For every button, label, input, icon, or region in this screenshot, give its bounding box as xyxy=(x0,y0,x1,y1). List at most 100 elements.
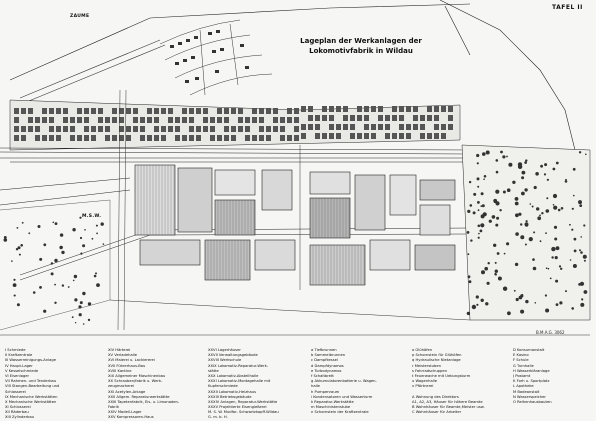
housing-block xyxy=(154,108,159,114)
tree xyxy=(468,180,472,184)
tree xyxy=(513,289,516,292)
legend-entry: G Turnhalle xyxy=(513,363,534,368)
housing-block xyxy=(112,117,117,123)
tree xyxy=(495,159,499,162)
legend-entry: XXXI Lokomotiv-Montagehalle mit xyxy=(208,379,271,384)
housing-block xyxy=(35,126,40,132)
housing-block xyxy=(336,106,341,112)
tree xyxy=(82,323,85,325)
housing-block xyxy=(385,124,390,130)
housing-block xyxy=(287,135,292,141)
tree xyxy=(477,224,481,228)
tree xyxy=(50,272,54,276)
tree xyxy=(477,236,480,239)
housing-block xyxy=(350,124,355,130)
housing-block xyxy=(441,106,446,112)
legend-entry: K Forh u. Sportplatz xyxy=(513,379,550,384)
tree xyxy=(28,232,31,235)
legend-entry: O Reihenhausbauten xyxy=(513,399,552,404)
tree xyxy=(508,162,513,167)
legend-entry: XVII Führerhaus-Bau xyxy=(108,363,146,368)
housing-block xyxy=(406,133,411,139)
housing-block xyxy=(56,135,61,141)
legend-entry: XXII Allgem. Reparaturwerkstätte xyxy=(108,394,170,399)
tree xyxy=(554,237,558,241)
housing-block xyxy=(280,117,285,123)
housing-block xyxy=(266,135,271,141)
housing-block xyxy=(399,106,404,112)
legend-entry: M. S. W. Mudfor- Schwartzkopff-Wildau xyxy=(208,410,279,415)
tree xyxy=(571,307,574,310)
map-title-line1: Lageplan der Werkanlagen der xyxy=(300,37,422,45)
tree xyxy=(61,250,65,255)
legend-entry: XXV Kompressoren-Haus xyxy=(108,415,154,420)
housing-block xyxy=(329,115,334,121)
housing-block xyxy=(322,133,327,139)
tree xyxy=(91,237,94,240)
tree xyxy=(552,193,558,199)
tree xyxy=(529,203,532,205)
legend-entry: d Dampfdynamos xyxy=(311,363,344,368)
housing-block xyxy=(420,124,425,130)
tree xyxy=(560,207,564,210)
housing-block xyxy=(280,126,285,132)
housing-block xyxy=(28,108,33,114)
housing-block xyxy=(28,126,33,132)
legend-entry: h Pumpenraum xyxy=(311,389,340,394)
tree xyxy=(496,252,500,255)
housing-block xyxy=(154,135,159,141)
tree xyxy=(546,197,549,200)
tree xyxy=(515,232,519,236)
tree xyxy=(487,262,490,265)
tree xyxy=(87,302,92,306)
plate-number: TAFEL II xyxy=(552,4,583,11)
legend-entry: s Fahrradschuppen xyxy=(412,368,447,373)
tree xyxy=(43,309,47,313)
housing-block xyxy=(252,135,257,141)
housing-block xyxy=(91,135,96,141)
housing-block xyxy=(259,126,264,132)
legend-entry: XIV Härterei xyxy=(108,348,131,352)
legend-entry: c Dampfkessel xyxy=(311,358,338,363)
tree xyxy=(494,272,497,276)
tree xyxy=(500,150,503,154)
housing-block xyxy=(126,108,131,114)
tree xyxy=(573,237,577,241)
legend-entry: Schlosserei xyxy=(5,389,26,394)
housing-block xyxy=(119,126,124,132)
legend-entry: XXXV Projektierte Eisengießerei xyxy=(208,405,267,410)
legend-entry: N Wasserspeicher xyxy=(513,394,546,399)
tree xyxy=(37,225,41,228)
tree xyxy=(551,256,554,259)
housing-block xyxy=(35,135,40,141)
legend-entry: q Hydraulische Nietanlage xyxy=(412,358,461,363)
tree xyxy=(545,232,547,235)
map-title-line2: Lokomotivfabrik in Wildau xyxy=(309,47,413,55)
housing-block xyxy=(238,108,243,114)
tree xyxy=(581,298,584,301)
housing-block xyxy=(189,135,194,141)
legend-entry: XVI Malerei u. Lackiererei xyxy=(108,358,155,363)
housing-block xyxy=(175,117,180,123)
tree xyxy=(476,177,480,181)
tree xyxy=(572,264,577,268)
legend-entry: G. m. b. H. xyxy=(208,415,228,420)
tree xyxy=(540,164,543,168)
tree xyxy=(477,201,480,204)
tree xyxy=(483,175,487,178)
tree xyxy=(32,291,36,294)
tree xyxy=(468,280,472,284)
housing-block xyxy=(287,117,292,123)
tree xyxy=(496,216,500,220)
housing-block xyxy=(42,135,47,141)
tree xyxy=(13,278,16,281)
housing-block xyxy=(294,108,299,114)
housing-block xyxy=(231,135,236,141)
legend-entry: b Sammelbrunnen xyxy=(311,353,346,358)
legend-entry: Fabrik xyxy=(108,405,120,410)
housing-block xyxy=(21,126,26,132)
tree xyxy=(525,159,528,162)
